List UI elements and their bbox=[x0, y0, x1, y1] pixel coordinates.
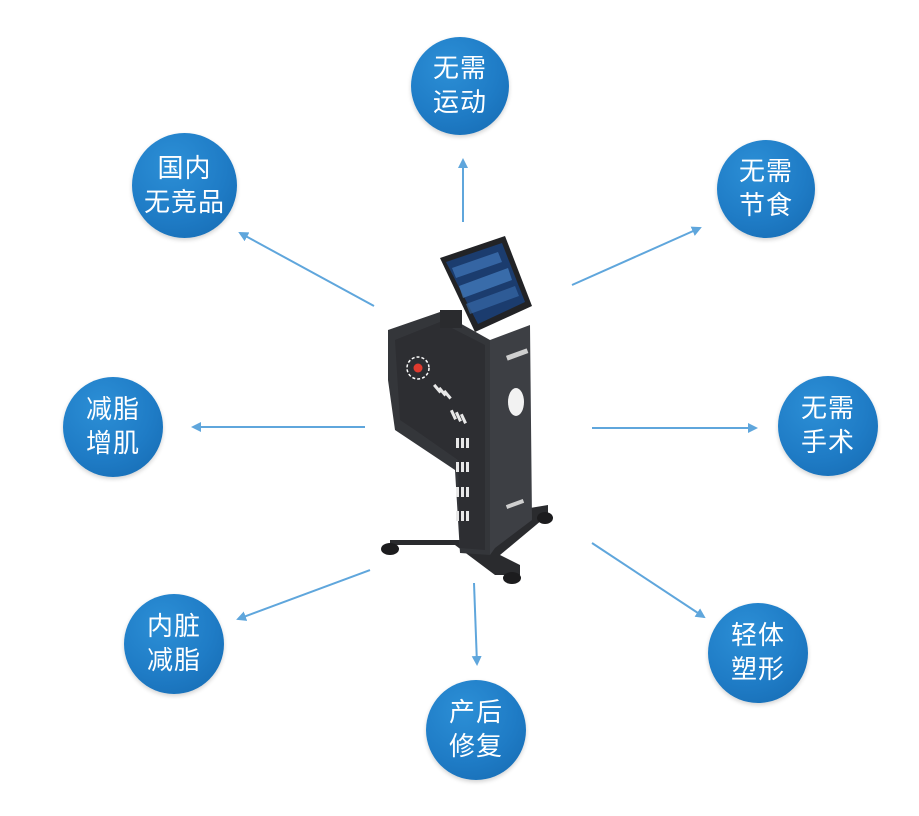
feature-line-2: 塑形 bbox=[730, 655, 785, 685]
feature-line-1: 无需 bbox=[738, 157, 793, 187]
front-logo-badge bbox=[508, 388, 524, 416]
arrow-down-right bbox=[591, 542, 706, 619]
feature-bubble-visceral-fat: 内脏 减脂 bbox=[124, 594, 224, 694]
arrow-down-left bbox=[236, 569, 371, 621]
feature-line-2: 节食 bbox=[738, 191, 793, 221]
arrow-up-right bbox=[571, 226, 702, 286]
indicator-light bbox=[413, 363, 423, 373]
feature-bubble-no-exercise: 无需 运动 bbox=[411, 37, 509, 135]
side-handle-bottom bbox=[505, 499, 525, 509]
feature-line-2: 运动 bbox=[432, 88, 487, 118]
feature-line-1: 产后 bbox=[448, 698, 503, 728]
arrow-down bbox=[471, 582, 482, 666]
feature-line-1: 内脏 bbox=[146, 612, 201, 642]
feature-bubble-body-shaping: 轻体 塑形 bbox=[708, 603, 808, 703]
feature-line-2: 手术 bbox=[800, 428, 855, 458]
feature-line-1: 无需 bbox=[800, 394, 855, 424]
feature-bubble-no-dieting: 无需 节食 bbox=[717, 140, 815, 238]
feature-bubble-no-competitor: 国内 无竞品 bbox=[132, 133, 237, 238]
touch-screen bbox=[440, 236, 532, 332]
side-handle-top bbox=[505, 348, 529, 361]
feature-line-1: 无需 bbox=[432, 54, 487, 84]
feature-line-2: 减脂 bbox=[146, 646, 201, 676]
machine-front-panel bbox=[490, 325, 532, 555]
screen-arm bbox=[440, 310, 462, 328]
feature-bubble-postpartum-repair: 产后 修复 bbox=[426, 680, 526, 780]
feature-line-1: 国内 bbox=[157, 153, 212, 184]
arrow-up-left bbox=[238, 232, 375, 307]
feature-bubble-no-surgery: 无需 手术 bbox=[778, 376, 878, 476]
machine-vents bbox=[433, 383, 469, 521]
feature-line-1: 减脂 bbox=[85, 395, 140, 425]
feature-line-1: 轻体 bbox=[730, 621, 785, 651]
feature-line-2: 无竞品 bbox=[143, 187, 225, 218]
indicator-ring bbox=[406, 356, 430, 380]
feature-bubble-fat-loss-muscle: 减脂 增肌 bbox=[63, 377, 163, 477]
feature-line-2: 修复 bbox=[448, 732, 503, 762]
feature-line-2: 增肌 bbox=[85, 429, 140, 459]
